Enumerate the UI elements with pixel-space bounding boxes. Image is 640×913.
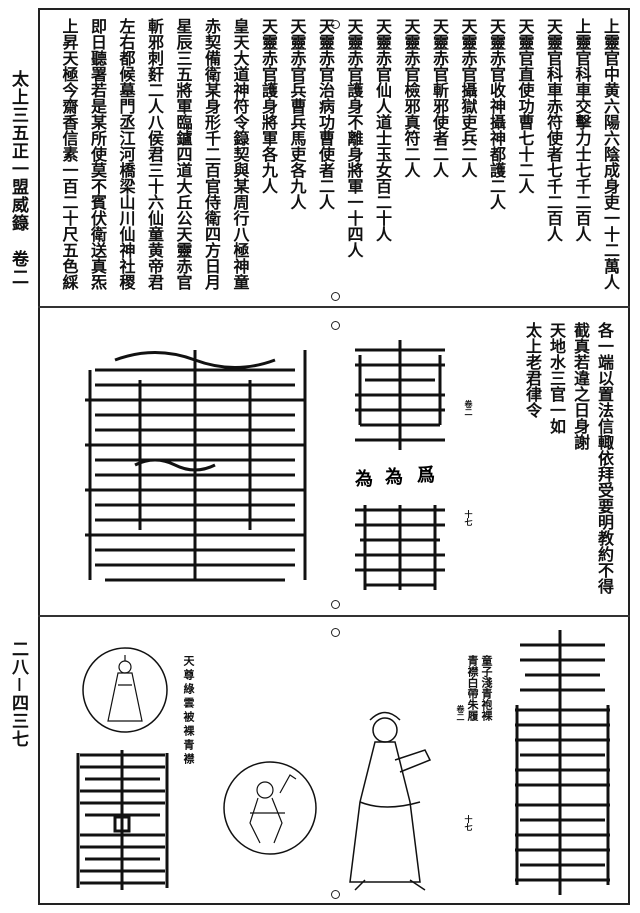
text-column: 天地水三官一如 [547,322,566,434]
text-column: 上靈官中黄六陽六陰成身吏一十二萬人 [601,18,620,290]
talisman-char: 爲 [417,465,435,486]
talisman-char: 為 [355,468,373,490]
panel-divider-2 [38,615,630,617]
text-column: 上昇天極今齋香信素一百二十尺五色綵 [59,18,79,290]
text-column: 天靈官直使功曹七十二人 [515,18,535,194]
text-column: 天靈赤官兵曹兵馬吏各九人 [287,18,307,210]
caption-celestial-worthy: 天尊綠雲被裸青襟 [182,655,195,767]
panel-divider-1 [38,306,630,308]
caption-juan-note: 卷二 [456,705,466,721]
text-column: 天靈赤官治病功曹使者二人 [316,18,335,210]
text-column: 天靈赤官護身將軍各九人 [259,18,278,194]
text-column: 天靈赤官攝獄吏兵二人 [458,18,478,178]
page-frame [38,8,630,905]
talisman-large [85,350,307,582]
leaf-note: 十七 [464,510,474,526]
talisman-seal-right: 為 為 爲 [355,340,445,590]
talisman-char: 為 [385,466,403,488]
text-column: 天靈赤官仙人道士玉女百二十人 [373,18,392,242]
talisman-bottom-left [76,750,169,890]
top-panel-text: 上靈官中黄六陽六陰成身吏一十二萬人 上靈官科車交擊力士七千二百人 天靈官科車赤符… [48,18,621,303]
juan-note: 卷二 [464,400,474,416]
text-column: 天靈赤官收神攝神都護二人 [487,18,506,210]
binding-hole-mark [331,20,340,29]
text-column: 天靈赤官護身不離身將軍一十四人 [344,18,364,258]
text-column: 星辰三五將軍臨鑪四道大丘公天靈赤官 [173,18,193,290]
child-figure-medallion [223,761,317,855]
binding-hole-mark [331,292,340,301]
book-title-margin: 太上三五正一盟威籙 卷二 [8,70,28,286]
text-column: 太上老君律令 [523,322,542,418]
text-column: 各一端以置法信輙依拜受要明教約不得 [595,322,614,594]
text-column: 赤契備衛某身形千二百官侍衛四方日月 [202,18,221,290]
binding-hole-mark [331,600,340,609]
text-column: 斬邪刺姧二人八侯君三十六仙童黄帝君 [145,18,164,290]
caption-attire-1: 童子淺青袍裸 [480,655,493,721]
text-column: 即日聽署若是某所使莫不賓伏衛送真炁 [88,18,107,290]
caption-attire-2: 青襟白帶朱履 [466,655,479,721]
page-number-margin: 二八－四三七 [8,640,28,748]
text-column: 截真若違之日身謝 [571,322,590,450]
text-column: 皇天大道神符令籙契與某周行八極神童 [230,18,250,290]
leaf-note-bottom: 十七 [464,815,474,831]
binding-hole-mark [331,890,340,899]
text-column: 天靈官科車赤符使者七千二百人 [544,18,563,242]
text-column: 天靈赤官檢邪真符二人 [401,18,421,178]
binding-hole-mark [331,321,340,330]
text-column: 上靈官科車交擊力士七千二百人 [572,18,592,242]
middle-panel-text: 各一端以置法信輙依拜受要明教約不得 截真若違之日身謝 天地水三官一如 太上老君律… [516,322,614,607]
text-column: 天靈赤官斬邪使者二人 [430,18,449,178]
talisman-bottom-right [515,630,610,895]
attendant-boy-figure [349,711,432,891]
text-column: 左右都候墓門丞江河橋梁山川仙神社稷 [116,18,136,290]
celestial-worthy-medallion [82,647,168,733]
binding-hole-mark [331,628,340,637]
